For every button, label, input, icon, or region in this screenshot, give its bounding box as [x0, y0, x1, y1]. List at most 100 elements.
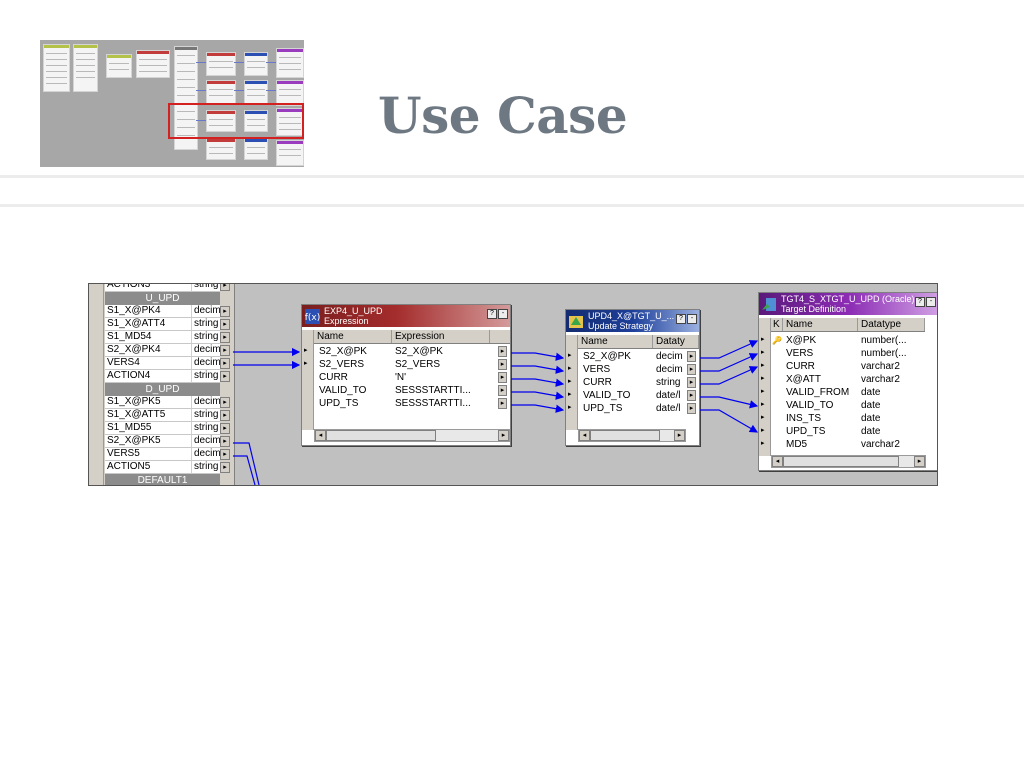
output-port-arrow[interactable]: ▸ — [220, 284, 230, 291]
help-button[interactable]: ? — [487, 309, 497, 319]
output-port-arrow[interactable]: ▸ — [687, 351, 696, 362]
group-header[interactable]: D_UPD — [89, 383, 234, 396]
output-port-arrow[interactable]: ▸ — [220, 332, 230, 343]
scroll-right-button[interactable]: ▸ — [498, 430, 509, 441]
target-definition-header[interactable]: TGT4_S_XTGT_U_UPD (Oracle) Target Defini… — [759, 293, 937, 315]
link-line[interactable] — [511, 404, 565, 413]
column-name[interactable]: Name — [314, 330, 392, 343]
minimize-button[interactable]: - — [687, 314, 697, 324]
column-key[interactable]: K — [771, 318, 783, 331]
column-name[interactable]: Name — [783, 318, 858, 331]
output-port-arrow[interactable]: ▸ — [220, 423, 230, 434]
input-port-arrow[interactable]: ▸ — [761, 401, 765, 408]
input-port-arrow[interactable]: ▸ — [761, 349, 765, 356]
input-port-arrow[interactable]: ▸ — [761, 388, 765, 395]
input-port-arrow[interactable]: ▸ — [568, 378, 572, 385]
link-line[interactable] — [700, 366, 759, 385]
link-line[interactable] — [700, 409, 759, 433]
link-line[interactable] — [233, 455, 256, 485]
input-port-arrow[interactable]: ▸ — [761, 440, 765, 447]
input-port-arrow[interactable]: ▸ — [568, 352, 572, 359]
column-expression[interactable]: Expression — [392, 330, 490, 343]
input-port-arrow[interactable]: ▸ — [568, 365, 572, 372]
output-port-arrow[interactable]: ▸ — [687, 403, 696, 414]
output-port-arrow[interactable]: ▸ — [220, 306, 230, 317]
input-port-arrow[interactable]: ▸ — [761, 427, 765, 434]
link-line[interactable] — [233, 442, 260, 485]
input-port-arrow[interactable]: ▸ — [304, 347, 308, 354]
column-name[interactable]: Name — [578, 335, 653, 348]
output-port-arrow[interactable]: ▸ — [220, 449, 230, 460]
scroll-thumb[interactable] — [590, 430, 660, 441]
output-port-arrow[interactable]: ▸ — [498, 359, 507, 370]
horizontal-scrollbar[interactable]: ◂ ▸ — [771, 455, 926, 468]
scroll-left-button[interactable]: ◂ — [315, 430, 326, 441]
output-port-arrow[interactable]: ▸ — [687, 390, 696, 401]
target-definition-window[interactable]: TGT4_S_XTGT_U_UPD (Oracle) Target Defini… — [758, 292, 937, 471]
scroll-thumb[interactable] — [326, 430, 436, 441]
help-button[interactable]: ? — [915, 297, 925, 307]
input-port-arrow[interactable]: ▸ — [761, 336, 765, 343]
update-strategy-header[interactable]: UPD4_X@TGT_U_... Update Strategy ?- — [566, 310, 699, 332]
scroll-thumb[interactable] — [783, 456, 899, 467]
scroll-left-button[interactable]: ◂ — [579, 430, 590, 441]
scroll-left-button[interactable]: ◂ — [772, 456, 783, 467]
scroll-right-button[interactable]: ▸ — [914, 456, 925, 467]
minimize-button[interactable]: - — [498, 309, 508, 319]
column-datatype[interactable]: Dataty — [653, 335, 699, 348]
output-port-arrow[interactable]: ▸ — [498, 372, 507, 383]
output-port-arrow[interactable]: ▸ — [498, 385, 507, 396]
input-port-arrow[interactable]: ▸ — [568, 391, 572, 398]
input-port-arrow[interactable]: ▸ — [568, 404, 572, 411]
minimize-button[interactable]: - — [926, 297, 936, 307]
link-line[interactable] — [511, 378, 565, 387]
output-port-arrow[interactable]: ▸ — [498, 398, 507, 409]
horizontal-scrollbar[interactable]: ◂ ▸ — [578, 429, 686, 442]
link-line[interactable] — [700, 340, 759, 359]
output-port-arrow[interactable]: ▸ — [220, 371, 230, 382]
input-port-arrow[interactable]: ▸ — [304, 360, 308, 367]
expression-header[interactable]: f(x) EXP4_U_UPD Expression ?- — [302, 305, 510, 327]
output-port-arrow[interactable]: ▸ — [220, 345, 230, 356]
input-port-arrow[interactable]: ▸ — [761, 362, 765, 369]
link-line[interactable] — [700, 396, 759, 409]
output-port-arrow[interactable]: ▸ — [220, 410, 230, 421]
scroll-right-button[interactable]: ▸ — [674, 430, 685, 441]
output-port-arrow[interactable]: ▸ — [220, 319, 230, 330]
input-port-arrow[interactable]: ▸ — [761, 414, 765, 421]
output-port-arrow[interactable]: ▸ — [220, 436, 230, 447]
output-port-arrow[interactable]: ▸ — [498, 346, 507, 357]
expression-row[interactable]: CURR'N'▸ — [302, 371, 510, 384]
